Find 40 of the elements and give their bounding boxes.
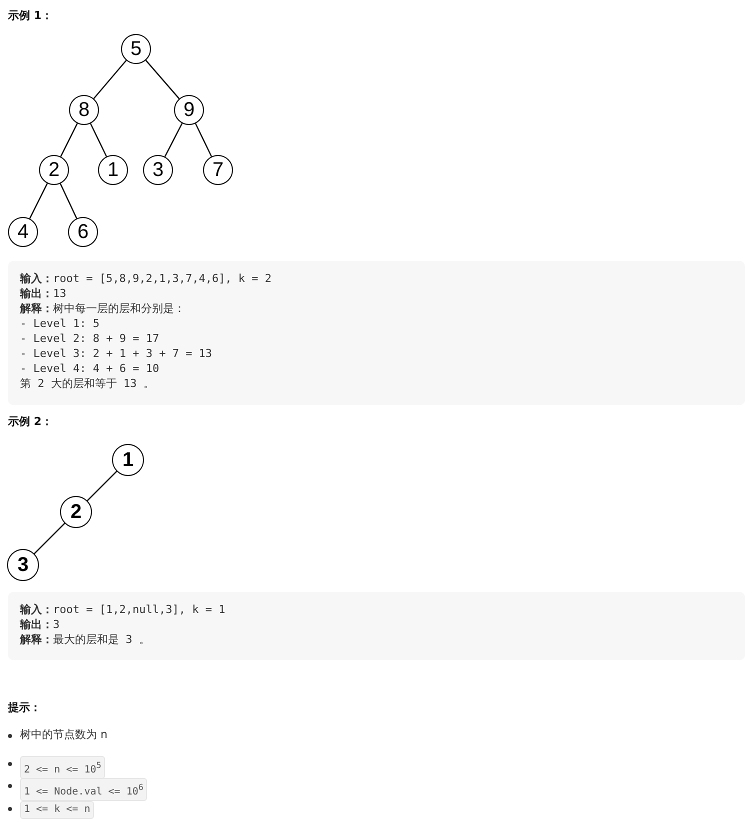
tree-node: 4	[8, 217, 38, 247]
tree-edge	[194, 123, 212, 157]
section-heading: 示例 2：	[8, 415, 52, 429]
tree-node: 3	[7, 549, 39, 581]
code-line: - Level 4: 4 + 6 = 10	[20, 362, 160, 376]
code-line: 输出：3	[20, 618, 60, 632]
tree-node: 9	[174, 95, 204, 125]
tree-node: 3	[143, 155, 173, 185]
code-line: 输出：13	[20, 287, 66, 301]
tree-edge	[90, 123, 108, 157]
tree-edge	[86, 470, 118, 502]
tree-edge	[164, 123, 183, 157]
tree-edge	[34, 522, 66, 554]
tree-node: 8	[69, 95, 99, 125]
code-line: - Level 3: 2 + 1 + 3 + 7 = 13	[20, 347, 212, 361]
tree-node: 7	[203, 155, 233, 185]
constraint-text: 树中的节点数为 n	[20, 728, 108, 742]
tree-edge	[60, 183, 78, 219]
tree-edge	[145, 60, 180, 100]
section-heading: 示例 1：	[8, 9, 52, 23]
tree-node: 2	[39, 155, 69, 185]
code-line: 第 2 大的层和等于 13 。	[20, 377, 154, 391]
code-line: - Level 2: 8 + 9 = 17	[20, 332, 160, 346]
code-line: - Level 1: 5	[20, 317, 100, 331]
constraint-code: 1 <= k <= n	[20, 801, 94, 819]
tree-node: 1	[112, 444, 144, 476]
tree-node: 2	[60, 496, 92, 528]
tree-edge	[29, 183, 48, 219]
code-line: 输入：root = [5,8,9,2,1,3,7,4,6], k = 2	[20, 272, 272, 286]
tree-node: 1	[98, 155, 128, 185]
tree-node: 5	[121, 34, 151, 64]
section-heading: 提示：	[8, 701, 41, 715]
constraint-code: 2 <= n <= 10$^{5}$	[20, 756, 106, 780]
code-line: 解释：树中每一层的层和分别是：	[20, 302, 185, 316]
code-line: 输入：root = [1,2,null,3], k = 1	[20, 603, 226, 617]
tree-edge	[93, 60, 127, 99]
tree-node: 6	[68, 217, 98, 247]
constraint-code: 1 <= Node.val <= 10$^{6}$	[20, 778, 148, 802]
code-line: 解释：最大的层和是 3 。	[20, 633, 150, 647]
tree-edge	[60, 123, 78, 157]
